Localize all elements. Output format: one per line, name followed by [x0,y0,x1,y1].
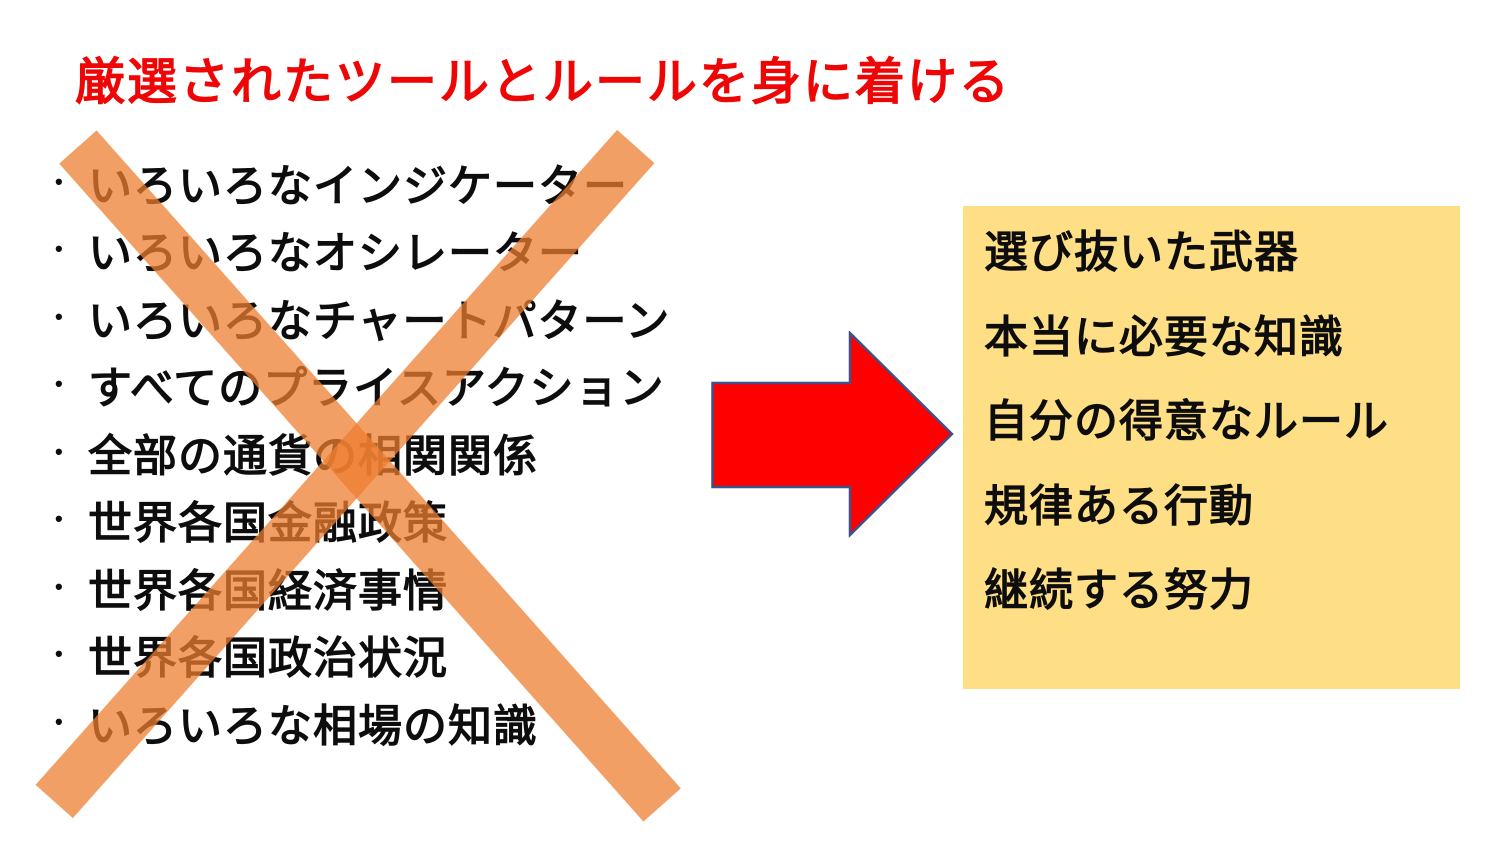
bullet-icon: • [55,506,64,532]
result-item: 本当に必要な知識 [984,312,1344,362]
slide-title: 厳選されたツールとルールを身に着ける [75,54,1011,110]
bullet-icon: • [55,303,64,329]
list-item: • 世界各国政治状況 [55,621,670,689]
bullet-icon: • [55,371,64,397]
list-item-text: 全部の通貨の相関関係 [88,431,538,481]
crossed-out-list: • いろいろなインジケーター • いろいろなオシレーター • いろいろなチャート… [55,148,670,756]
list-item-text: いろいろなチャートパターン [88,296,671,346]
result-item: 自分の得意なルール [984,397,1389,447]
list-item: • 全部の通貨の相関関係 [55,418,670,486]
list-item: • 世界各国金融政策 [55,486,670,554]
result-item: 規律ある行動 [984,481,1254,531]
list-item: • すべてのプライスアクション [55,351,670,419]
result-item: 選び抜いた武器 [984,228,1299,278]
list-item-text: すべてのプライスアクション [88,364,665,414]
list-item: • いろいろな相場の知識 [55,688,670,756]
list-item-text: いろいろな相場の知識 [88,701,538,751]
result-item: 継続する努力 [984,566,1254,616]
list-item-text: 世界各国金融政策 [88,499,448,549]
bullet-icon: • [55,168,64,194]
bullet-icon: • [55,438,64,464]
list-item: • 世界各国経済事情 [55,553,670,621]
bullet-icon: • [55,573,64,599]
list-item-text: 世界各国政治状況 [88,634,448,684]
right-arrow-icon [711,331,954,538]
list-item-text: いろいろなインジケーター [88,161,628,211]
bullet-icon: • [55,641,64,667]
result-box: 選び抜いた武器 本当に必要な知識 自分の得意なルール 規律ある行動 継続する努力 [963,206,1460,689]
right-arrow-shape [711,331,954,538]
list-item: • いろいろなオシレーター [55,216,670,284]
list-item-text: いろいろなオシレーター [88,229,583,279]
bullet-icon: • [55,708,64,734]
list-item: • いろいろなチャートパターン [55,283,670,351]
list-item: • いろいろなインジケーター [55,148,670,216]
list-item-text: 世界各国経済事情 [88,566,448,616]
bullet-icon: • [55,236,64,262]
